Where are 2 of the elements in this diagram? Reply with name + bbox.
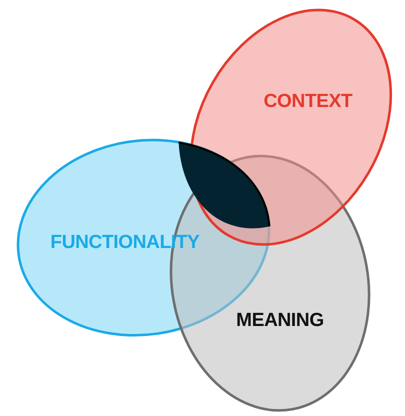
set-label: MEANING [236,310,324,332]
set-label: CONTEXT [264,90,352,113]
